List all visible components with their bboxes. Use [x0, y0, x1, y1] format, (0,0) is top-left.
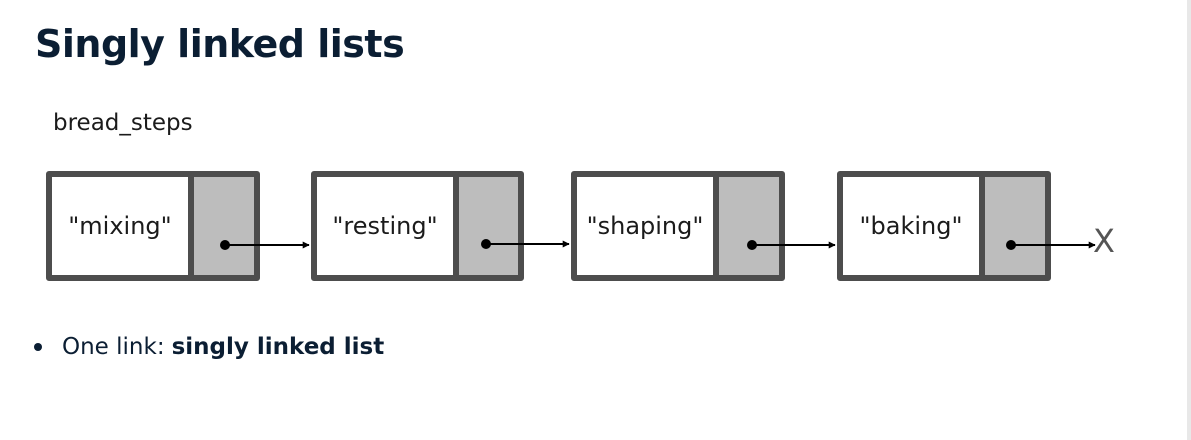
slide-title: Singly linked lists [35, 22, 405, 66]
list-node-4: "baking" [837, 171, 1051, 281]
slide-edge-divider [1187, 0, 1191, 440]
bullet-item: One link: singly linked list [34, 334, 384, 360]
node-1-data: "mixing" [52, 177, 188, 275]
node-4-pointer [985, 177, 1045, 275]
list-node-2: "resting" [311, 171, 524, 281]
bullet-text-prefix: One link: [62, 334, 165, 360]
list-node-1: "mixing" [46, 171, 260, 281]
node-4-data: "baking" [843, 177, 979, 275]
node-2-data: "resting" [317, 177, 453, 275]
node-3-data: "shaping" [577, 177, 713, 275]
list-node-3: "shaping" [571, 171, 785, 281]
list-variable-name: bread_steps [53, 110, 193, 136]
bullet-dot-icon [34, 343, 42, 351]
node-2-pointer [459, 177, 518, 275]
node-1-pointer [194, 177, 254, 275]
null-terminator: X [1093, 222, 1115, 260]
node-3-pointer [719, 177, 779, 275]
bullet-text-emphasis: singly linked list [171, 334, 385, 360]
